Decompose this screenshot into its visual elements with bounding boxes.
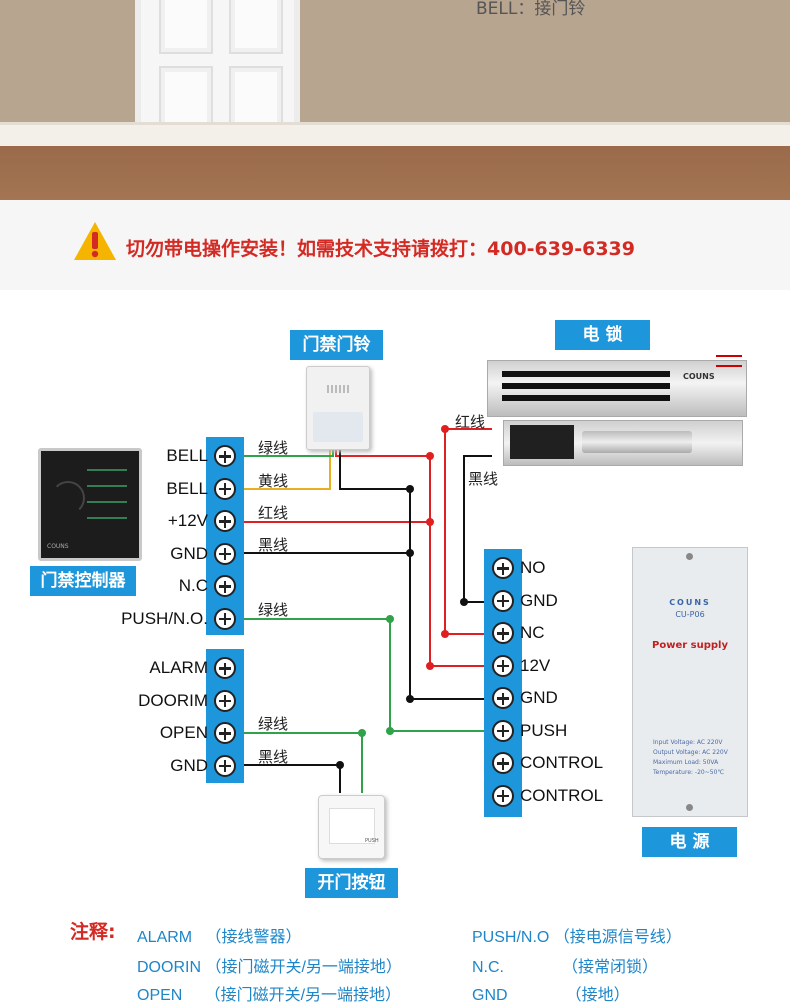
button-push-text: PUSH bbox=[365, 838, 379, 844]
terminal-screw-icon bbox=[214, 477, 236, 500]
armature-plate bbox=[503, 420, 743, 466]
power-spec-line: Output Voltage: AC 220V bbox=[653, 749, 728, 756]
controller-brand: COUNS bbox=[47, 543, 69, 550]
terminal-screw-icon bbox=[214, 607, 236, 630]
terminal-screw-icon bbox=[492, 654, 514, 677]
note-left-1: DOORIN （接门磁开关/另一端接地） bbox=[137, 953, 402, 977]
terminal-label: GND bbox=[520, 688, 558, 707]
power-brand: COUNS bbox=[669, 598, 711, 607]
wire-label-bell2: 黄线 bbox=[258, 472, 289, 490]
terminal-screw-icon bbox=[492, 622, 514, 644]
note-desc: （接电源信号线） bbox=[553, 929, 682, 946]
access-controller-label: 门禁控制器 bbox=[30, 566, 136, 596]
warning-band bbox=[0, 200, 790, 290]
terminal-label: 12V bbox=[520, 655, 551, 675]
terminal-label: NO bbox=[520, 558, 546, 577]
terminal-label: GND bbox=[520, 590, 558, 610]
note-key: GND bbox=[472, 987, 508, 1004]
terminal-screw-icon bbox=[214, 510, 236, 532]
terminal-screw-icon bbox=[492, 784, 514, 807]
terminal-label: GND bbox=[170, 543, 208, 563]
note-desc: （接门磁开关/另一端接地） bbox=[205, 959, 402, 976]
note-right-1: N.C. （接常闭锁） bbox=[472, 953, 658, 977]
note-right-2: GND （接地） bbox=[472, 981, 630, 1005]
wire-label-bell1: 绿线 bbox=[258, 439, 289, 457]
wire-label-12v: 红线 bbox=[258, 504, 289, 522]
exit-button-label: 开门按钮 bbox=[305, 868, 398, 898]
baseboard bbox=[0, 122, 790, 149]
note-desc: （接常闭锁） bbox=[562, 959, 659, 976]
power-supply-label: 电 源 bbox=[642, 827, 737, 857]
lock-cable bbox=[716, 355, 742, 367]
room-scene: BELL：接门铃 bbox=[0, 0, 790, 200]
terminal-screw-icon bbox=[214, 575, 236, 597]
access-controller-device: COUNS bbox=[38, 448, 142, 561]
note-key: OPEN bbox=[137, 987, 183, 1004]
terminal-strip-a bbox=[206, 437, 244, 635]
electric-lock-label: 电 锁 bbox=[555, 320, 650, 350]
wire-label-lock-black: 黑线 bbox=[468, 470, 499, 488]
terminal-screw-icon bbox=[214, 689, 236, 712]
terminal-label: CONTROL bbox=[520, 753, 604, 772]
terminal-label: BELL bbox=[166, 446, 208, 465]
wire-label-open: 绿线 bbox=[258, 715, 289, 733]
power-title: Power supply bbox=[652, 640, 728, 651]
power-specs: Input Voltage: AC 220V Output Voltage: A… bbox=[653, 738, 728, 778]
terminal-label: BELL bbox=[166, 478, 208, 498]
note-desc: （接地） bbox=[565, 987, 630, 1004]
terminal-label: N.C bbox=[178, 576, 208, 595]
terminal-screw-icon bbox=[492, 687, 514, 709]
note-key: N.C. bbox=[472, 959, 504, 976]
wire-label-lock-red: 红线 bbox=[455, 413, 486, 431]
terminal-label: PUSH/N.O. bbox=[121, 608, 208, 628]
door-bell-device bbox=[306, 366, 370, 450]
terminal-screw-icon bbox=[492, 557, 514, 579]
note-right-0: PUSH/N.O （接电源信号线） bbox=[472, 923, 682, 947]
note-key: DOORIN bbox=[137, 959, 201, 976]
power-model: CU-P06 bbox=[675, 610, 705, 619]
note-key: PUSH/N.O bbox=[472, 929, 550, 946]
terminal-screw-icon bbox=[214, 542, 236, 565]
terminal-label: +12V bbox=[167, 511, 208, 530]
wall bbox=[0, 0, 790, 125]
terminal-label: OPEN bbox=[159, 723, 208, 742]
note-key: ALARM bbox=[137, 929, 193, 946]
bell-caption: BELL：接门铃 bbox=[476, 0, 586, 19]
note-left-2: OPEN （接门磁开关/另一端接地） bbox=[137, 981, 401, 1005]
terminal-screw-icon bbox=[214, 722, 236, 744]
terminal-screw-icon bbox=[492, 752, 514, 774]
terminal-screw-icon bbox=[492, 589, 514, 612]
power-supply-device: COUNS CU-P06 Power supply Input Voltage:… bbox=[632, 547, 748, 817]
note-left-0: ALARM （接线警器） bbox=[137, 923, 301, 947]
power-spec-line: Input Voltage: AC 220V bbox=[653, 739, 723, 746]
terminal-screw-icon bbox=[214, 445, 236, 467]
wire-label-push: 绿线 bbox=[258, 601, 289, 619]
power-spec-line: Temperature: -20~50℃ bbox=[653, 769, 725, 776]
door-bell-label: 门禁门铃 bbox=[290, 330, 383, 360]
power-spec-line: Maximum Load: 50VA bbox=[653, 759, 719, 766]
notes-title: 注释: bbox=[70, 921, 116, 943]
lock-brand: COUNS bbox=[683, 372, 715, 381]
terminal-screw-icon bbox=[214, 657, 236, 679]
terminal-label: PUSH bbox=[520, 720, 568, 740]
terminal-label: NC bbox=[520, 623, 545, 642]
terminal-screw-icon bbox=[492, 719, 514, 742]
floor bbox=[0, 146, 790, 200]
exit-button-device[interactable]: PUSH bbox=[318, 795, 385, 859]
terminal-label: ALARM bbox=[149, 658, 208, 677]
warning-text: 切勿带电操作安装！如需技术支持请拨打：400-639-6339 bbox=[126, 238, 635, 260]
note-desc: （接线警器） bbox=[205, 929, 302, 946]
warning-icon bbox=[74, 222, 116, 260]
terminal-label: DOORIM bbox=[138, 690, 208, 710]
note-desc: （接门磁开关/另一端接地） bbox=[204, 987, 402, 1004]
magnetic-lock: COUNS bbox=[487, 360, 747, 417]
terminal-screw-icon bbox=[214, 754, 236, 777]
wire-label-gnd2: 黑线 bbox=[258, 748, 289, 766]
terminal-label: GND bbox=[170, 755, 208, 775]
terminal-label: CONTROL bbox=[520, 785, 604, 805]
wire-label-gnd: 黑线 bbox=[258, 536, 289, 554]
